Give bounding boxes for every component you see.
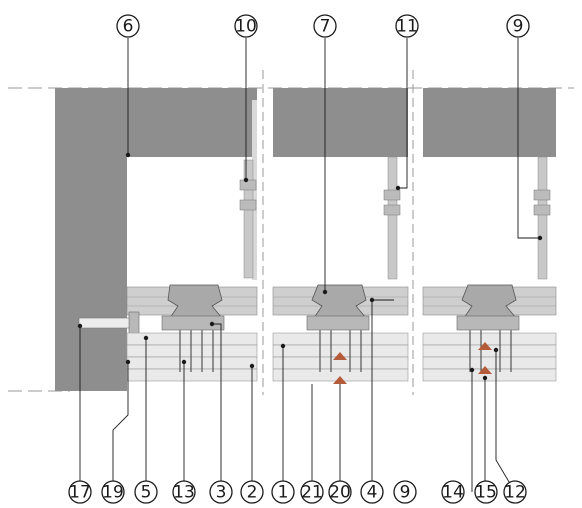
callout-number: 7: [320, 17, 331, 37]
board-layer-2: [126, 344, 258, 358]
callout-number: 13: [173, 483, 195, 503]
board-right-4: [422, 368, 557, 382]
wall-track: [128, 311, 140, 335]
panel-right: [422, 88, 557, 382]
callout-circle: [313, 14, 337, 38]
hanger-clip: [239, 179, 257, 191]
bottom-callout-13: 13: [172, 480, 196, 504]
top-callout-7: 7: [313, 14, 337, 38]
bottom-callout-4: 4: [360, 480, 384, 504]
callout-circle: [360, 480, 384, 504]
callout-number: 1: [278, 483, 289, 503]
cross-connector-right: [461, 284, 517, 319]
callout-circle: [134, 480, 158, 504]
board-layer-3: [126, 356, 258, 370]
callout-circle: [116, 14, 140, 38]
joint-filler-right: [478, 342, 492, 350]
leader-dots: [77, 152, 543, 381]
callout-circle: [503, 480, 527, 504]
furring-channel-right: [456, 315, 520, 331]
callout-circle: [68, 480, 92, 504]
board-right-3: [422, 356, 557, 370]
callout-number: 5: [141, 483, 152, 503]
callout-circle: [393, 480, 417, 504]
hanger-clip-middle: [383, 189, 401, 201]
hanger-clip-right: [533, 189, 551, 201]
callout-number: 11: [396, 17, 418, 37]
callout-number: 10: [235, 17, 257, 37]
callout-number: 17: [69, 483, 91, 503]
board-right-2: [422, 344, 557, 358]
joint-filler-right-lower: [478, 366, 492, 374]
callout-number: 6: [123, 17, 134, 37]
callout-circle: [209, 480, 233, 504]
furring-channel: [161, 315, 225, 331]
hanger-rod-middle: [387, 156, 398, 280]
bottom-callout-17: 17: [68, 480, 92, 504]
hanger-clip-middle-lower: [383, 204, 401, 216]
callout-number: 3: [216, 483, 227, 503]
callout-number: 21: [301, 483, 323, 503]
concrete-wall: [55, 88, 257, 391]
callout-number: 12: [504, 483, 526, 503]
bottom-callout-19: 19: [101, 480, 125, 504]
cross-connector-middle: [311, 284, 367, 319]
bottom-callout-2: 2: [240, 480, 264, 504]
top-callout-10: 10: [234, 14, 258, 38]
callout-circle: [234, 14, 258, 38]
hanger-clip-lower: [239, 199, 257, 211]
furring-channel-middle: [306, 315, 370, 331]
callout-number: 15: [475, 483, 497, 503]
callout-number: 9: [513, 17, 524, 37]
callout-number: 4: [367, 483, 378, 503]
top-callout-11: 11: [395, 14, 419, 38]
callout-number: 9: [400, 483, 411, 503]
concrete-slab-middle: [273, 88, 408, 157]
callout-circle: [172, 480, 196, 504]
hanger-clip-right-lower: [533, 204, 551, 216]
callout-number: 14: [442, 483, 464, 503]
callout-circle: [506, 14, 530, 38]
hanger-rod-right: [537, 156, 548, 280]
callout-number: 2: [247, 483, 258, 503]
callout-circle: [300, 480, 324, 504]
joint-filler-middle-lower: [333, 376, 347, 384]
bottom-callout-21: 21: [300, 480, 324, 504]
panel-middle: [272, 88, 409, 384]
bottom-callout-3: 3: [209, 480, 233, 504]
board-middle-1: [272, 332, 409, 346]
top-callout-6: 6: [116, 14, 140, 38]
panel-wall-corner: [55, 88, 258, 391]
callout-number: 20: [329, 483, 351, 503]
callout-circle: [395, 14, 419, 38]
callout-circle: [441, 480, 465, 504]
callout-circle: [474, 480, 498, 504]
board-right-1: [422, 332, 557, 346]
concrete-slab-right: [423, 88, 556, 157]
bottom-callout-15: 15: [474, 480, 498, 504]
leader-lines: [79, 38, 540, 493]
callout-circle: [328, 480, 352, 504]
bottom-callout-5: 5: [134, 480, 158, 504]
board-layer-4: [126, 368, 258, 382]
top-callout-9: 9: [506, 14, 530, 38]
joint-filler-middle: [333, 352, 347, 360]
bottom-callout-20: 20: [328, 480, 352, 504]
callout-circle: [271, 480, 295, 504]
callout-circle: [240, 480, 264, 504]
bottom-callout-1: 1: [271, 480, 295, 504]
callout-number: 19: [102, 483, 124, 503]
bottom-callout-12: 12: [503, 480, 527, 504]
bottom-callout-14: 14: [441, 480, 465, 504]
callout-circle: [101, 480, 125, 504]
bottom-callout-9: 9: [393, 480, 417, 504]
cross-connector: [167, 284, 223, 319]
wall-anchor: [78, 317, 130, 329]
hanger-rod: [243, 159, 254, 279]
